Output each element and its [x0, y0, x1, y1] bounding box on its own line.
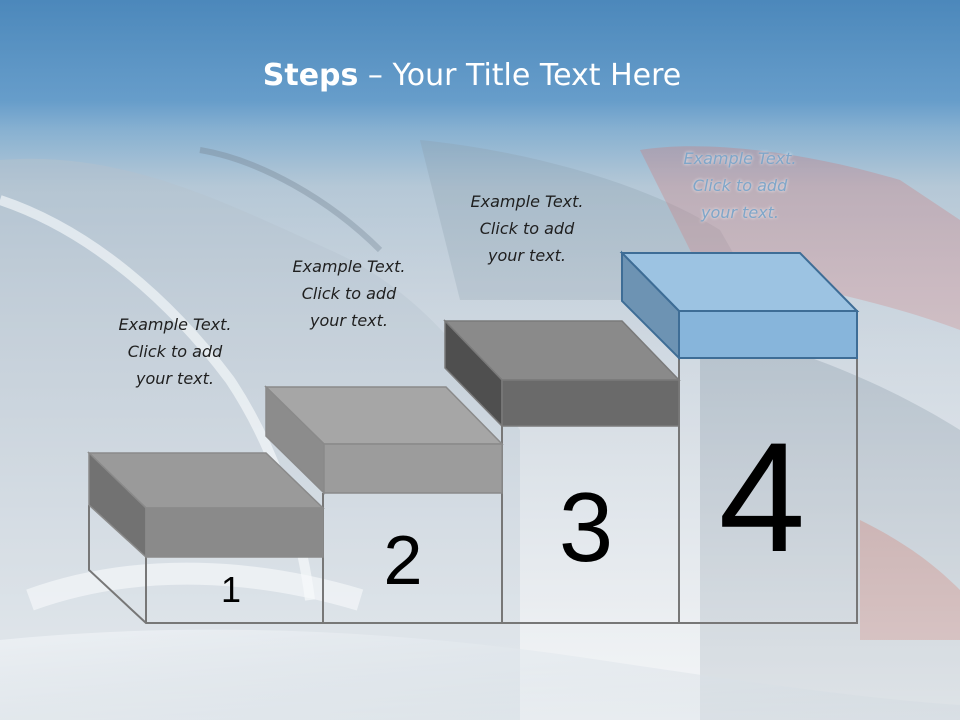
step-1-caption[interactable]: Example Text. Click to add your text. — [100, 311, 250, 392]
step-2-caption[interactable]: Example Text. Click to add your text. — [274, 253, 424, 334]
step-2-number: 2 — [383, 521, 423, 599]
step-3-block — [443, 319, 681, 428]
step-3-number: 3 — [558, 472, 614, 582]
caption-line: Example Text. — [470, 192, 584, 211]
step-2-block — [264, 385, 504, 495]
caption-line: Example Text. — [292, 257, 406, 276]
caption-line: Click to add — [479, 219, 575, 238]
caption-line: your text. — [487, 246, 566, 265]
step-1-number: 1 — [220, 569, 242, 610]
step-1-block — [87, 451, 325, 559]
caption-line: Click to add — [301, 284, 397, 303]
caption-line: your text. — [135, 369, 214, 388]
slide-title[interactable]: Steps – Your Title Text Here — [0, 56, 944, 96]
caption-line: Example Text. — [118, 315, 232, 334]
caption-line: Click to add — [127, 342, 223, 361]
caption-line: Example Text. — [683, 149, 797, 168]
step-4-number: 4 — [718, 411, 806, 585]
title-text: – Your Title Text Here — [358, 58, 682, 93]
caption-line: your text. — [700, 203, 779, 222]
step-4-pedestal — [678, 358, 858, 624]
caption-line: Click to add — [692, 176, 788, 195]
step-3-caption[interactable]: Example Text. Click to add your text. — [452, 188, 602, 269]
step-4-block — [619, 250, 860, 361]
title-bold-text: Steps — [262, 58, 359, 93]
caption-line: your text. — [309, 311, 388, 330]
step-4-caption[interactable]: Example Text. Click to add your text. — [665, 145, 815, 226]
